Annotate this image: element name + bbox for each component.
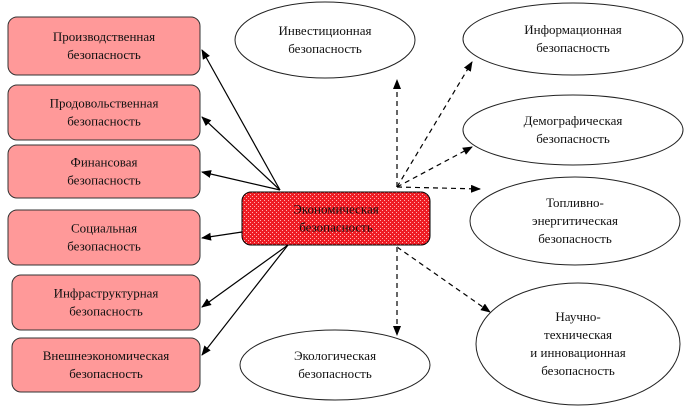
ellipse-investment: Инвестиционная безопасность (234, 1, 416, 79)
ellipse-scientific-technical: Научно-техническая и инновационная безопас… (475, 282, 681, 406)
box-production: Производственная безопасность (7, 16, 201, 76)
arrow-to-scientific-technical (396, 246, 491, 313)
box-social-line: Социальная (71, 221, 137, 236)
arrows (201, 49, 491, 356)
ellipse-demographic: Демографическая безопасность (462, 94, 684, 166)
ellipse-information-line: безопасность (536, 40, 610, 55)
ellipse-shape (234, 1, 416, 79)
arrow-to-financial (201, 170, 281, 191)
center-line: безопасность (299, 220, 373, 235)
box-financial: Финансовая безопасность (7, 144, 201, 199)
ellipse-demographic-line: Демографическая (524, 113, 623, 128)
box-infrastructure: Инфраструктурная безопасность (11, 274, 201, 331)
ellipse-ecological-line: безопасность (298, 366, 372, 381)
ellipse-information: Информационная безопасность (462, 2, 684, 76)
ellipse-shape (462, 2, 684, 76)
box-shape (7, 144, 201, 199)
ellipse-ecological: Экологическая безопасность (239, 329, 431, 401)
ellipse-shape (475, 282, 681, 406)
arrow-to-foreign-economic (201, 244, 289, 356)
box-infrastructure-line: безопасность (69, 304, 143, 319)
ellipse-scientific-technical-line: техническая (544, 327, 612, 342)
arrow-to-demographic (396, 146, 473, 188)
box-shape (11, 337, 201, 393)
box-production-line: безопасность (67, 47, 141, 62)
arrow-to-production (201, 49, 281, 191)
box-social-line: безопасность (67, 239, 141, 254)
ellipse-information-line: Информационная (524, 22, 622, 37)
box-social: Социальная безопасность (7, 209, 201, 266)
arrow-to-food (201, 116, 281, 191)
box-food: Продовольственная безопасность (7, 84, 201, 141)
box-shape (7, 16, 201, 76)
ellipse-fuel-energy-line: энергитическая (532, 213, 618, 228)
ellipse-ecological-line: Экологическая (294, 348, 376, 363)
ellipse-investment-line: Инвестиционная (279, 23, 372, 38)
box-shape (7, 84, 201, 141)
ellipse-demographic-line: безопасность (536, 131, 610, 146)
ellipse-scientific-technical-line: Научно- (555, 309, 600, 324)
box-shape (11, 274, 201, 331)
ellipse-fuel-energy-line: Топливно- (546, 195, 604, 210)
box-infrastructure-line: Инфраструктурная (54, 286, 159, 301)
center-box-shape (241, 191, 431, 246)
center-line: Экономическая (293, 202, 378, 217)
ellipse-fuel-energy-line: безопасность (538, 231, 612, 246)
box-financial-line: Финансовая (71, 155, 138, 170)
ellipse-investment-line: безопасность (288, 41, 362, 56)
ellipse-shape (239, 329, 431, 401)
box-foreign-economic: Внешнеэкономическая безопасность (11, 337, 201, 393)
ellipse-fuel-energy: Топливно-энергитическая безопасность (469, 176, 681, 266)
box-financial-line: безопасность (67, 173, 141, 188)
ellipse-scientific-technical-line: и инновационная (530, 345, 625, 360)
box-shape (7, 209, 201, 266)
box-food-line: безопасность (67, 114, 141, 129)
box-foreign-economic-line: безопасность (69, 366, 143, 381)
arrow-to-fuel-energy (396, 184, 481, 193)
nodes: ПроизводственнаябезопасностьПродовольств… (7, 1, 684, 406)
arrow-to-social (201, 231, 243, 241)
arrow-to-infrastructure (201, 244, 289, 308)
arrow-to-information (396, 61, 473, 188)
ellipse-shape (469, 176, 681, 266)
ellipse-scientific-technical-line: безопасность (541, 363, 615, 378)
box-food-line: Продовольственная (50, 96, 159, 111)
box-economic-security: Экономическая безопасность (241, 191, 431, 246)
box-production-line: Производственная (53, 29, 155, 44)
ellipse-shape (462, 94, 684, 166)
box-foreign-economic-line: Внешнеэкономическая (43, 348, 170, 363)
